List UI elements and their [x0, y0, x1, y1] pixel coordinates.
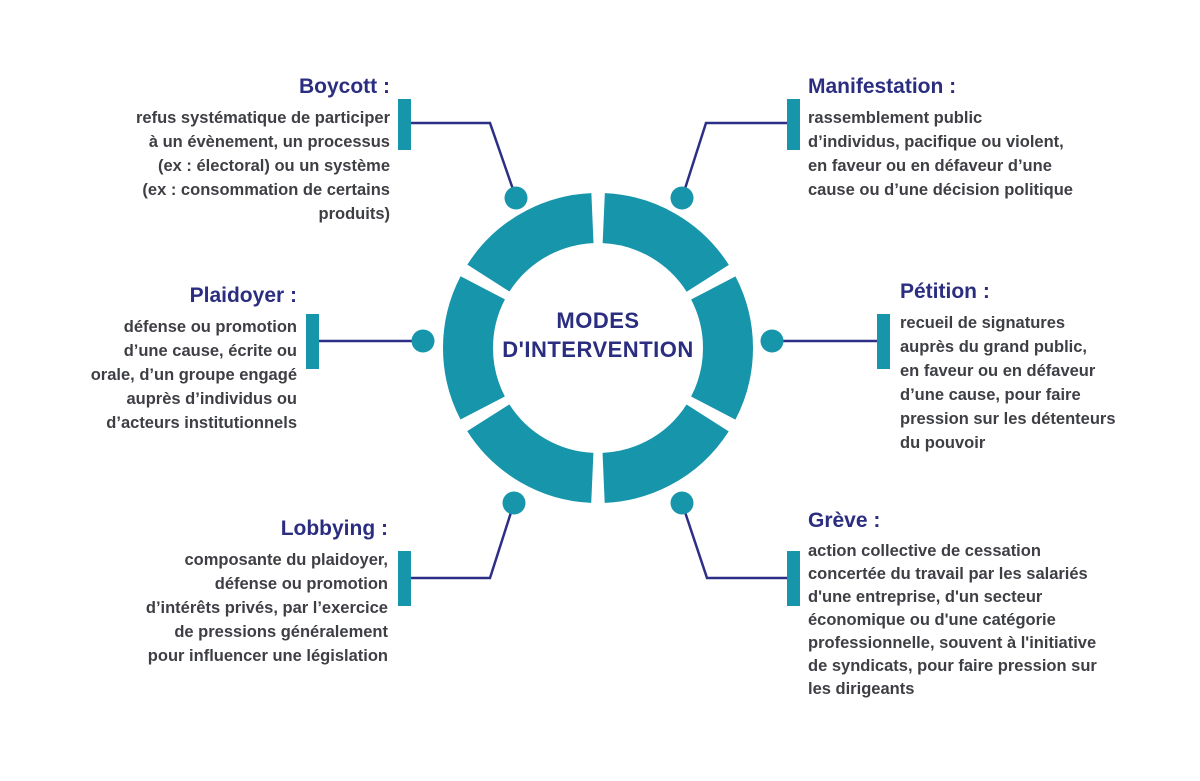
item-block-greve: Grève : action collective de cessation c… [808, 508, 1200, 701]
plaidoyer-tick-bar [306, 314, 319, 369]
manifestation-dot [670, 186, 694, 210]
center-title: MODES D'INTERVENTION [448, 306, 748, 364]
connector-plaidoyer [306, 314, 435, 369]
item-title-lobbying: Lobbying : [280, 517, 388, 540]
greve-tick-bar [787, 551, 800, 606]
connector-manifestation [670, 99, 800, 210]
manifestation-line [680, 121, 787, 199]
item-body-boycott: refus systématique de participer à un év… [135, 109, 390, 223]
lobbying-tick-bar [398, 551, 411, 606]
item-title-boycott: Boycott : [299, 75, 390, 98]
lobbying-dot [502, 491, 526, 515]
item-body-petition: recueil de signatures auprès du grand pu… [900, 314, 1116, 452]
item-block-manifestation: Manifestation : rassemblement public d’i… [808, 74, 1178, 202]
item-title-petition: Pétition : [900, 280, 990, 303]
plaidoyer-dot [411, 329, 435, 353]
petition-tick-bar [877, 314, 890, 369]
lobbying-line [411, 502, 516, 580]
connector-boycott [398, 99, 528, 210]
item-body-plaidoyer: défense ou promotion d’une cause, écrite… [90, 318, 297, 432]
item-body-greve: action collective de cessation concertée… [808, 542, 1097, 698]
manifestation-tick-bar [787, 99, 800, 150]
item-title-manifestation: Manifestation : [808, 75, 957, 98]
center-title-line1: MODES [556, 308, 640, 333]
item-body-lobbying: composante du plaidoyer, défense ou prom… [145, 551, 388, 665]
item-title-plaidoyer: Plaidoyer : [189, 284, 297, 307]
item-block-lobbying: Lobbying : composante du plaidoyer, défe… [48, 516, 388, 668]
boycott-dot [504, 186, 528, 210]
item-body-manifestation: rassemblement public d’individus, pacifi… [808, 109, 1073, 199]
boycott-line [411, 121, 518, 199]
connector-greve [670, 491, 800, 606]
item-block-plaidoyer: Plaidoyer : défense ou promotion d’une c… [0, 283, 297, 435]
item-block-boycott: Boycott : refus systématique de particip… [50, 74, 390, 226]
greve-dot [670, 491, 694, 515]
item-block-petition: Pétition : recueil de signatures auprès … [900, 279, 1200, 455]
item-title-greve: Grève : [808, 509, 881, 532]
connector-petition [760, 314, 890, 369]
donut-ring [443, 193, 753, 503]
boycott-tick-bar [398, 99, 411, 150]
greve-line [680, 502, 787, 580]
center-title-line2: D'INTERVENTION [502, 337, 694, 362]
connector-lobbying [398, 491, 526, 606]
petition-dot [760, 329, 784, 353]
